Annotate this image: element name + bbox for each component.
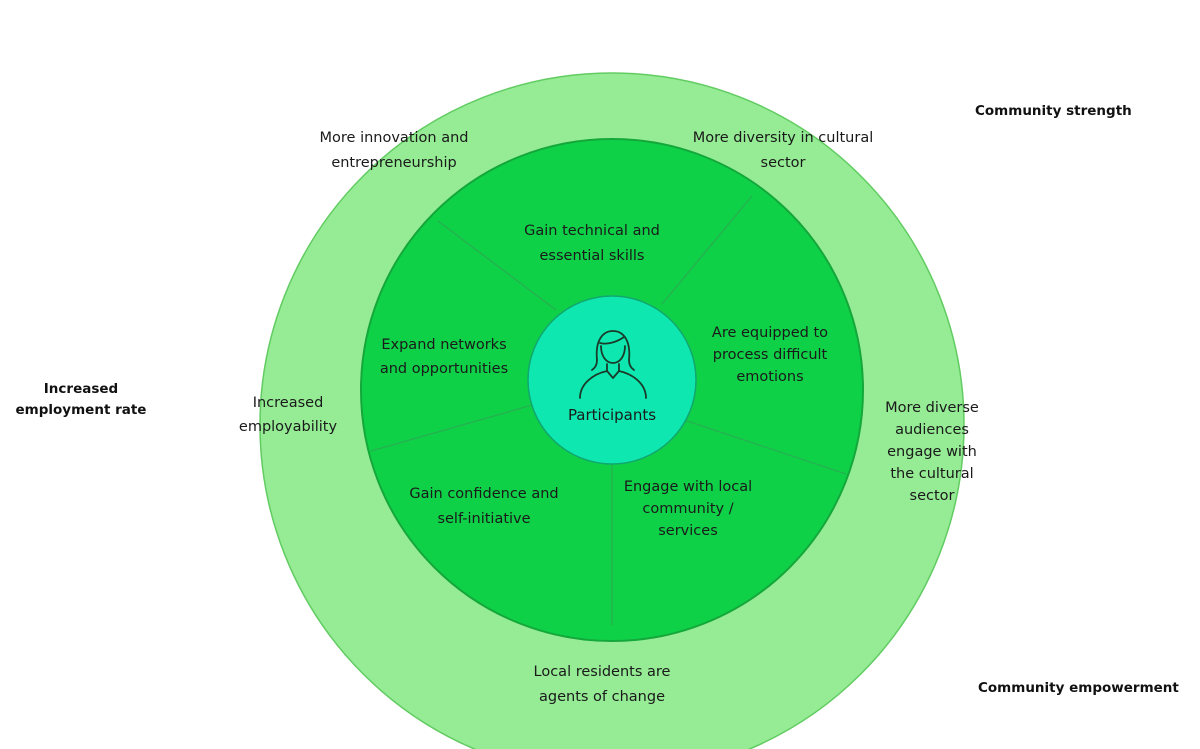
- inner-segment-difficult-emotions: Are equipped to process difficult emotio…: [711, 325, 829, 385]
- outer-segment-diverse-audiences: More diverse audiences engage with the c…: [885, 400, 979, 504]
- inner-segment-local-community: Engage with local community / services: [623, 479, 753, 539]
- outer-segment-employability: Increased employability: [238, 395, 338, 435]
- inner-segment-confidence: Gain confidence and self-initiative: [409, 486, 559, 527]
- inner-segment-networks: Expand networks and opportunities: [379, 337, 509, 377]
- outer-segment-innovation: More innovation and entrepreneurship: [319, 130, 469, 171]
- outcome-community-empowerment: Community empowerment: [978, 680, 1179, 696]
- center-label: Participants: [567, 406, 657, 424]
- segment-divider: [437, 220, 557, 311]
- person-icon: [579, 330, 647, 399]
- segment-divider: [661, 195, 753, 305]
- segment-divider: [370, 403, 537, 452]
- outcome-employment-rate: Increased employment rate: [15, 381, 147, 418]
- outer-segment-local-residents: Local residents are agents of change: [533, 664, 671, 705]
- segment-divider: [683, 419, 847, 475]
- inner-segment-technical-skills: Gain technical and essential skills: [524, 223, 660, 264]
- outcome-community-strength: Community strength: [975, 103, 1132, 119]
- outer-segment-cultural-diversity: More diversity in cultural sector: [692, 130, 874, 171]
- center-circle: [527, 295, 697, 465]
